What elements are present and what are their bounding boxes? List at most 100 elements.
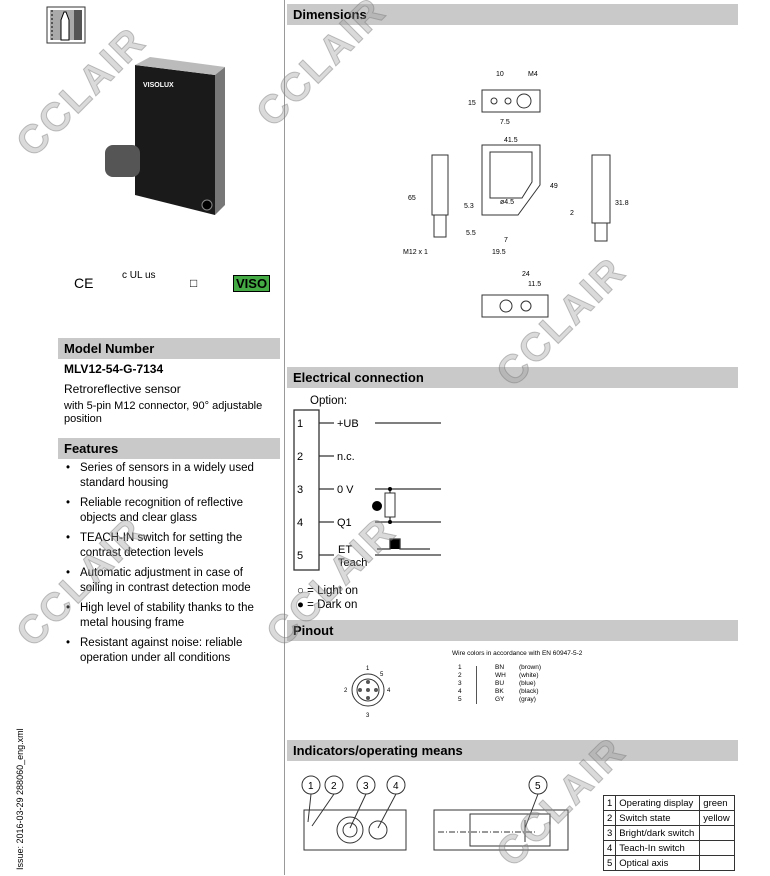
indicators-header: Indicators/operating means [287,740,738,761]
pin-number: 5 [380,672,384,678]
dim-label: M12 x 1 [403,249,428,256]
legend-text: = Light on [307,585,358,597]
dim-label: 19.5 [492,249,506,256]
dim-label: 41.5 [504,137,518,144]
pinout-header: Pinout [287,620,738,641]
ce-mark: CE [74,275,94,291]
dim-label: 10 [496,71,504,78]
teach-label: Teach [338,557,367,569]
row-color [699,825,736,841]
dim-label: 5.5 [466,230,476,237]
row-name: Switch state [615,810,701,826]
dim-label: 15 [468,100,476,107]
issue-info: Issue: 2016-03-29 288060_eng.xml [15,728,25,870]
pin-number: 1 [297,418,303,430]
retroreflective-symbol-icon [46,6,86,44]
features-header: Features [58,438,280,459]
svg-text:VISOLUX: VISOLUX [143,82,174,89]
dim-label: 31.8 [615,200,629,207]
pin-number: 2 [344,688,348,694]
pin-label: 0 V [337,484,354,496]
dim-label: 11.5 [528,281,541,288]
model-number-header: Model Number [58,338,280,359]
row-number: 4 [602,840,617,856]
row-number: 5 [602,855,617,871]
dim-label: M4 [528,71,538,78]
column-divider [284,0,285,875]
row-name: Operating display [615,795,701,811]
ul-mark: c UL us [122,270,156,281]
option-label: Option: [310,395,348,407]
dim-label: 2 [570,210,574,217]
product-photo: VISOLUX [105,57,225,215]
wire-table-divider [476,666,477,704]
legend-text: = Dark on [307,599,358,611]
dim-label: 65 [408,195,416,202]
ul-mark-text: c UL us [122,270,156,281]
feature-item: Reliable recognition of reflective objec… [64,496,274,526]
row-number: 1 [602,795,617,811]
dim-label: 49 [550,183,558,190]
description: with 5-pin M12 connector, 90° adjustable… [64,400,263,425]
indicators-drawing: 1 2 3 4 5 [301,775,569,851]
pin-number: 5 [297,550,303,562]
electrical-connection-header: Electrical connection [287,367,738,388]
pin-number: 2 [297,451,303,463]
dimensions-header: Dimensions [287,4,738,25]
pin-number: 3 [366,713,370,719]
pin-number: 4 [297,517,303,529]
row-color [699,855,736,871]
sensor-type: Retroreflective sensor [64,382,181,396]
pin-label: +UB [337,418,359,430]
feature-item: TEACH-IN switch for setting the contrast… [64,531,274,561]
pin-number: 1 [366,666,370,672]
feature-item: High level of stability thanks to the me… [64,601,274,631]
callout-number: 4 [393,781,399,792]
row-number: 2 [602,810,617,826]
feature-item: Automatic adjustment in case of soiling … [64,566,274,596]
pin-label: Q1 [337,517,352,529]
pin-label: ET [338,544,352,556]
dark-on-symbol-icon: ● [297,599,304,611]
dim-label: 5.3 [464,203,474,210]
pin-label: n.c. [337,451,355,463]
output-legend: ○ = Light on ● = Dark on [297,584,358,612]
row-color: yellow [699,810,736,826]
dim-label: 24 [522,271,530,278]
callout-number: 5 [535,781,541,792]
visolux-logo: VISO [233,275,271,292]
protection-class-mark: □ [190,276,198,290]
row-name: Optical axis [615,855,701,871]
dim-label: ø4.5 [500,199,514,206]
wiring-diagram: 1 +UB 2 n.c. 3 0 V 4 Q1 5 ET Teach [293,409,441,571]
row-color: green [699,795,736,811]
features-list: Series of sensors in a widely used stand… [64,461,274,671]
row-number: 3 [602,825,617,841]
m12-connector-pinout-icon: 1 2 3 4 5 [344,666,391,719]
feature-item: Series of sensors in a widely used stand… [64,461,274,491]
light-on-symbol-icon: ○ [297,585,304,597]
row-name: Teach-In switch [615,840,701,856]
pin-number: 3 [297,484,303,496]
model-number: MLV12-54-G-7134 [64,362,164,376]
wire-color-note: Wire colors in accordance with EN 60947-… [452,650,583,657]
pin-number: 4 [387,688,391,694]
callout-number: 1 [308,781,314,792]
dim-label: 7 [504,237,508,244]
callout-number: 3 [363,781,369,792]
row-name: Bright/dark switch [615,825,701,841]
dim-label: 7.5 [500,119,510,126]
feature-item: Resistant against noise: reliable operat… [64,636,274,666]
